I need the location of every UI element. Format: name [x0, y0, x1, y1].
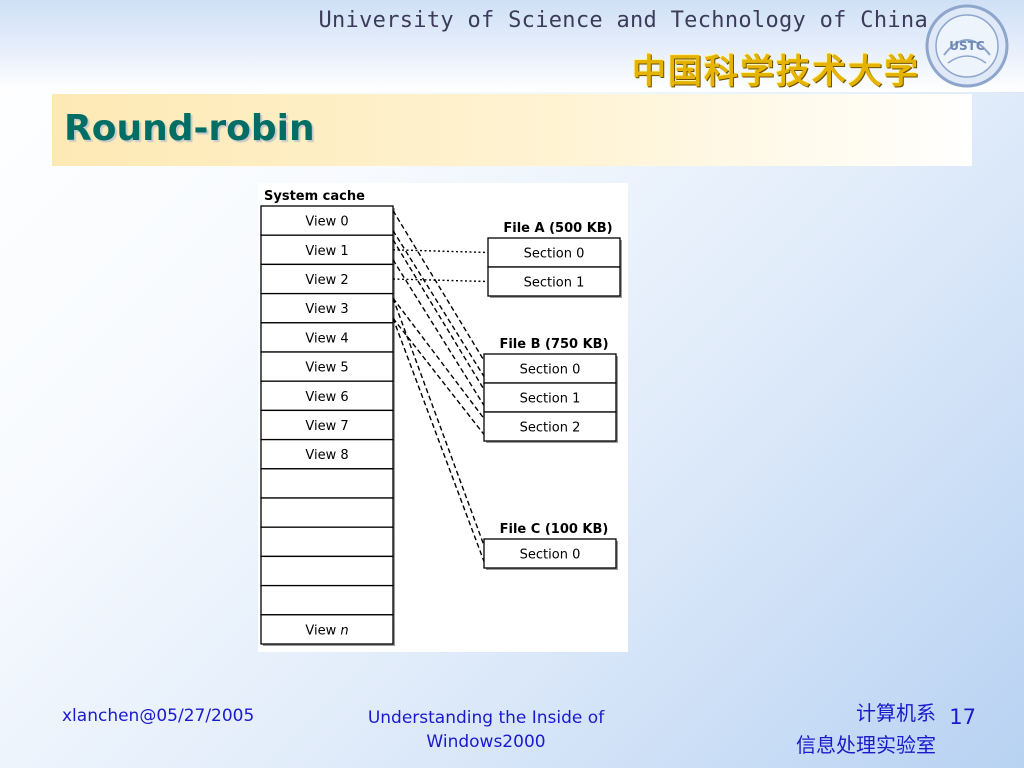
view-cell	[260, 526, 394, 558]
view-label: View 1	[305, 244, 348, 259]
header-band	[0, 0, 1024, 92]
section-cell	[483, 538, 617, 569]
footer-department: 计算机系 信息处理实验室	[796, 697, 936, 761]
view-cell	[260, 409, 394, 441]
view-cell	[260, 322, 394, 353]
view-cell	[260, 584, 394, 616]
view-label: View 7	[305, 419, 348, 434]
view-label: View 2	[305, 273, 348, 288]
footer-dept-line-1: 计算机系	[856, 701, 936, 725]
mapping-line	[392, 317, 485, 435]
footer-dept-line-2: 信息处理实验室	[796, 733, 936, 757]
mapping-line	[392, 297, 485, 546]
section-label: Section 0	[520, 548, 581, 563]
footer-course-title: Understanding the Inside of Windows2000	[346, 706, 626, 754]
system-cache-title: System cache	[264, 189, 365, 204]
view-label: View 8	[305, 448, 348, 463]
view-cell	[260, 292, 394, 324]
section-label: Section 1	[520, 392, 581, 407]
view-cell	[260, 497, 394, 528]
view-label: View 4	[305, 331, 348, 346]
file-name-label: File A (500 KB)	[503, 221, 612, 236]
view-label: View 0	[305, 215, 348, 230]
footer-author-date: xlanchen@05/27/2005	[62, 706, 255, 726]
mapping-line	[392, 259, 485, 406]
mapping-line	[392, 239, 485, 390]
university-name-english: University of Science and Technology of …	[318, 8, 928, 33]
view-label: View n	[305, 623, 348, 638]
title-bar: Round-robin	[52, 94, 972, 166]
logo-text: USTC	[949, 39, 985, 53]
view-cell	[260, 555, 394, 587]
mapping-line	[392, 297, 485, 419]
section-cell	[483, 411, 617, 442]
section-label: Section 0	[524, 247, 585, 262]
view-cell	[260, 438, 394, 470]
section-cell	[483, 382, 617, 413]
view-label: View 5	[305, 361, 348, 376]
footer-course-line-2: Windows2000	[426, 732, 546, 752]
section-label: Section 1	[524, 276, 585, 291]
view-label: View 3	[305, 302, 348, 317]
section-label: Section 2	[520, 421, 581, 436]
file-name-label: File C (100 KB)	[500, 522, 609, 537]
mapping-line	[392, 210, 485, 361]
view-cell	[260, 614, 394, 645]
mapping-line	[392, 230, 485, 377]
section-label: Section 0	[520, 363, 581, 378]
mapping-line	[392, 317, 485, 562]
university-name-chinese: 中国科学技术大学	[632, 52, 920, 92]
ustc-logo-icon: USTC	[925, 4, 1009, 88]
file-name-label: File B (750 KB)	[499, 337, 608, 352]
slide-title: Round-robin	[64, 108, 315, 149]
footer-course-line-1: Understanding the Inside of	[367, 708, 605, 728]
mapping-line	[392, 278, 489, 283]
view-cell	[260, 205, 394, 236]
view-cell	[260, 468, 394, 499]
view-label: View 6	[305, 390, 348, 405]
view-cell	[260, 351, 394, 382]
page-number: 17	[949, 705, 976, 729]
mapping-line	[392, 249, 489, 254]
